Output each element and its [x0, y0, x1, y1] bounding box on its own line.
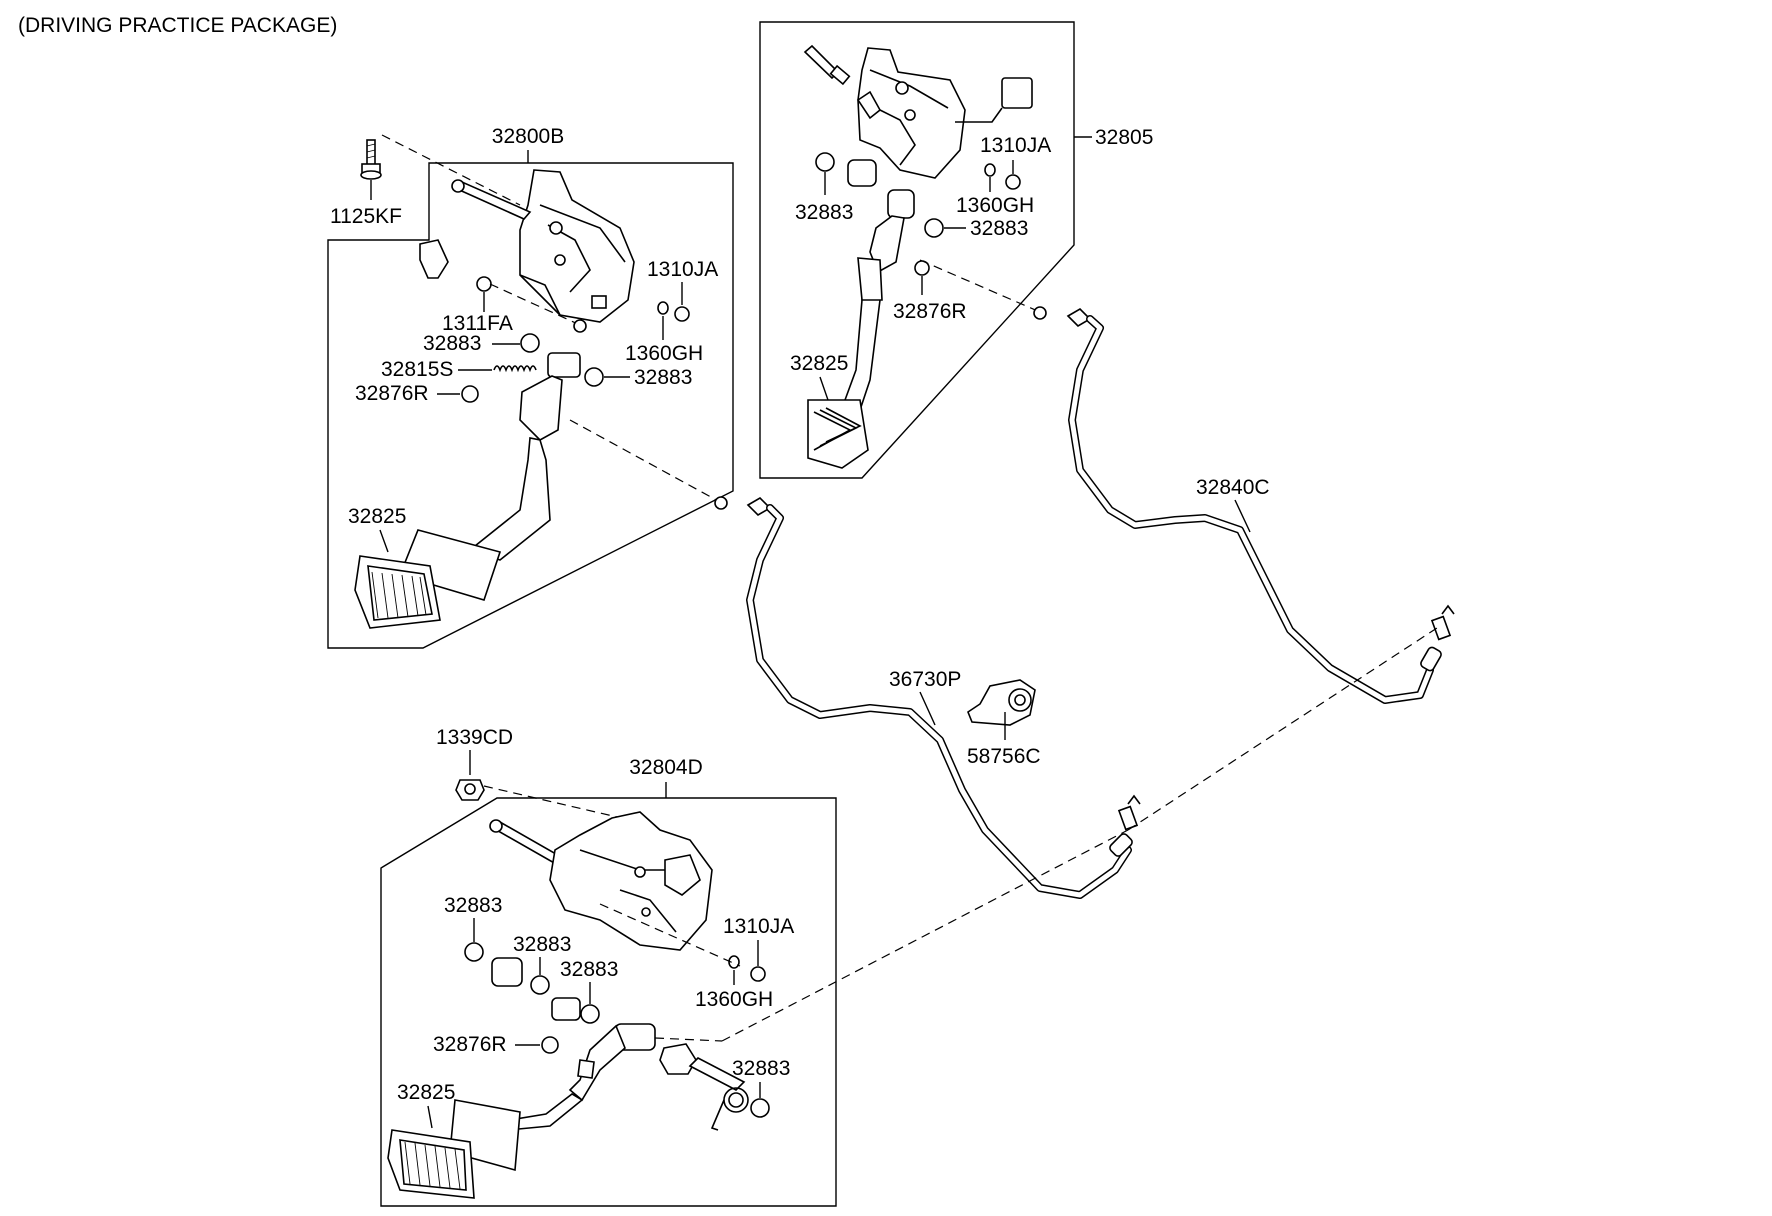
label-32883-b-a: 32883	[444, 894, 502, 917]
assembly-32804d: 32804D 1339CD 32883 328	[380, 726, 837, 1207]
spring-32815s	[493, 365, 537, 373]
label-32883-tl-a: 32883	[423, 332, 481, 355]
assembly-32800b: 32800B 1125KF	[327, 125, 734, 649]
centerline-nut	[489, 283, 581, 326]
nut-1339cd	[455, 779, 485, 801]
label-32876r-b: 32876R	[433, 1033, 507, 1056]
bushing-32883-b-a	[464, 942, 484, 962]
label-1311fa: 1311FA	[442, 312, 513, 335]
nut-1311fa	[476, 276, 492, 292]
washer-1360gh-left	[657, 301, 669, 315]
pedal-bracket-32800b	[519, 169, 635, 323]
sleeve-tr	[847, 159, 877, 187]
label-1310ja-b: 1310JA	[723, 915, 794, 938]
pedal-pad-32825-tl	[354, 555, 441, 629]
label-1360gh-tr: 1360GH	[956, 194, 1034, 217]
cable-a-rear-fitting	[1109, 794, 1141, 857]
label-32883-tr-a: 32883	[795, 201, 853, 224]
bracket-58756c: 58756C	[967, 679, 1041, 768]
cable-b-end-nut	[1033, 306, 1047, 320]
assembly-frame-32804d	[380, 797, 837, 1207]
pedal-arm-32800b	[398, 352, 581, 601]
bolt-tr	[803, 44, 851, 86]
label-36730p: 36730P	[889, 668, 961, 691]
bushing-32883-tl-b	[584, 367, 604, 387]
label-1360gh-left: 1360GH	[625, 342, 703, 365]
bushing-32883-b-c	[580, 1004, 600, 1024]
pedal-bracket-32804d	[549, 811, 713, 951]
stopper-32876r-tl	[461, 385, 479, 403]
leader-32825-tl	[379, 529, 389, 553]
centerline-arm-bottom	[654, 1037, 723, 1042]
label-1310ja-left: 1310JA	[647, 258, 718, 281]
nut-1310ja-left	[674, 306, 690, 322]
leader-36730p	[919, 691, 936, 726]
label-32883-tr-b: 32883	[970, 217, 1028, 240]
label-32805: 32805	[1095, 126, 1153, 149]
centerline-right-cable	[1127, 625, 1441, 831]
cable-36730p: 36730P	[714, 496, 1141, 899]
label-58756c: 58756C	[967, 745, 1041, 768]
label-32800b: 32800B	[492, 125, 564, 148]
cable-a-end-nut	[714, 496, 728, 510]
package-title: (DRIVING PRACTICE PACKAGE)	[18, 14, 337, 37]
nut-1310ja-b	[750, 966, 766, 982]
cable-a-line	[746, 504, 1132, 899]
leader-32825-tr	[819, 376, 829, 401]
pivot-pin-top-left	[451, 179, 532, 220]
centerline-cable-a	[569, 419, 721, 503]
stopper-32876r-b	[541, 1036, 559, 1054]
bushing-32883-tr-a	[815, 152, 835, 172]
assembly-frame-32805	[759, 21, 1075, 479]
label-32825-tr: 32825	[790, 352, 848, 375]
pedal-pad-32825-tr	[807, 399, 869, 469]
washer-1360gh-tr	[984, 163, 996, 177]
centerline-bottom-cable	[721, 829, 1129, 1042]
label-32883-b-c: 32883	[560, 958, 618, 981]
centerline-bolt	[381, 134, 521, 206]
centerline-cable-b	[919, 259, 1041, 313]
label-32876r-tl: 32876R	[355, 382, 429, 405]
return-spring-bottom	[659, 1043, 749, 1131]
cable-b-line	[1068, 315, 1434, 704]
bushing-32883-b-b	[530, 975, 550, 995]
centerline-1339cd	[483, 785, 631, 821]
nut-small	[573, 319, 587, 333]
label-32804d: 32804D	[629, 756, 703, 779]
cable-32840c: 32840C	[1033, 306, 1455, 704]
nut-1310ja-tr	[1005, 174, 1021, 190]
pin-sleeve-bottom	[551, 997, 581, 1021]
label-32876r-tr: 32876R	[893, 300, 967, 323]
cable-b-rear-fitting	[1420, 604, 1455, 672]
centerline-nut-bottom	[599, 903, 741, 967]
label-1360gh-b: 1360GH	[695, 988, 773, 1011]
assembly-32805: 32805 1310JA 1360GH	[759, 21, 1153, 479]
assembly-frame-32800b	[327, 162, 734, 649]
leader-32825-b	[427, 1105, 433, 1129]
pedal-pad-32825-b	[387, 1129, 475, 1199]
label-32815s: 32815S	[381, 358, 453, 381]
leader-32840c	[1234, 499, 1251, 533]
washer-1360gh-b	[728, 955, 740, 969]
label-1125kf: 1125KF	[330, 205, 402, 228]
bushing-32883-b-d	[750, 1098, 770, 1118]
label-1310ja-tr: 1310JA	[980, 134, 1051, 157]
switch-connector	[955, 77, 1033, 123]
label-32825-tl: 32825	[348, 505, 406, 528]
label-32883-tl-b: 32883	[634, 366, 692, 389]
label-32840c: 32840C	[1196, 476, 1270, 499]
label-1339cd: 1339CD	[436, 726, 513, 749]
label-32825-b: 32825	[397, 1081, 455, 1104]
bushing-32883-tl-a	[520, 333, 540, 353]
sleeve-bottom	[491, 957, 523, 987]
pedal-bracket-32805	[856, 47, 966, 179]
bolt-1125kf	[360, 139, 382, 180]
bushing-32883-tr-b	[924, 218, 944, 238]
label-32883-b-b: 32883	[513, 933, 571, 956]
label-32883-b-d: 32883	[732, 1057, 790, 1080]
clip-part	[419, 239, 449, 279]
pedal-arm-32805	[844, 189, 915, 412]
